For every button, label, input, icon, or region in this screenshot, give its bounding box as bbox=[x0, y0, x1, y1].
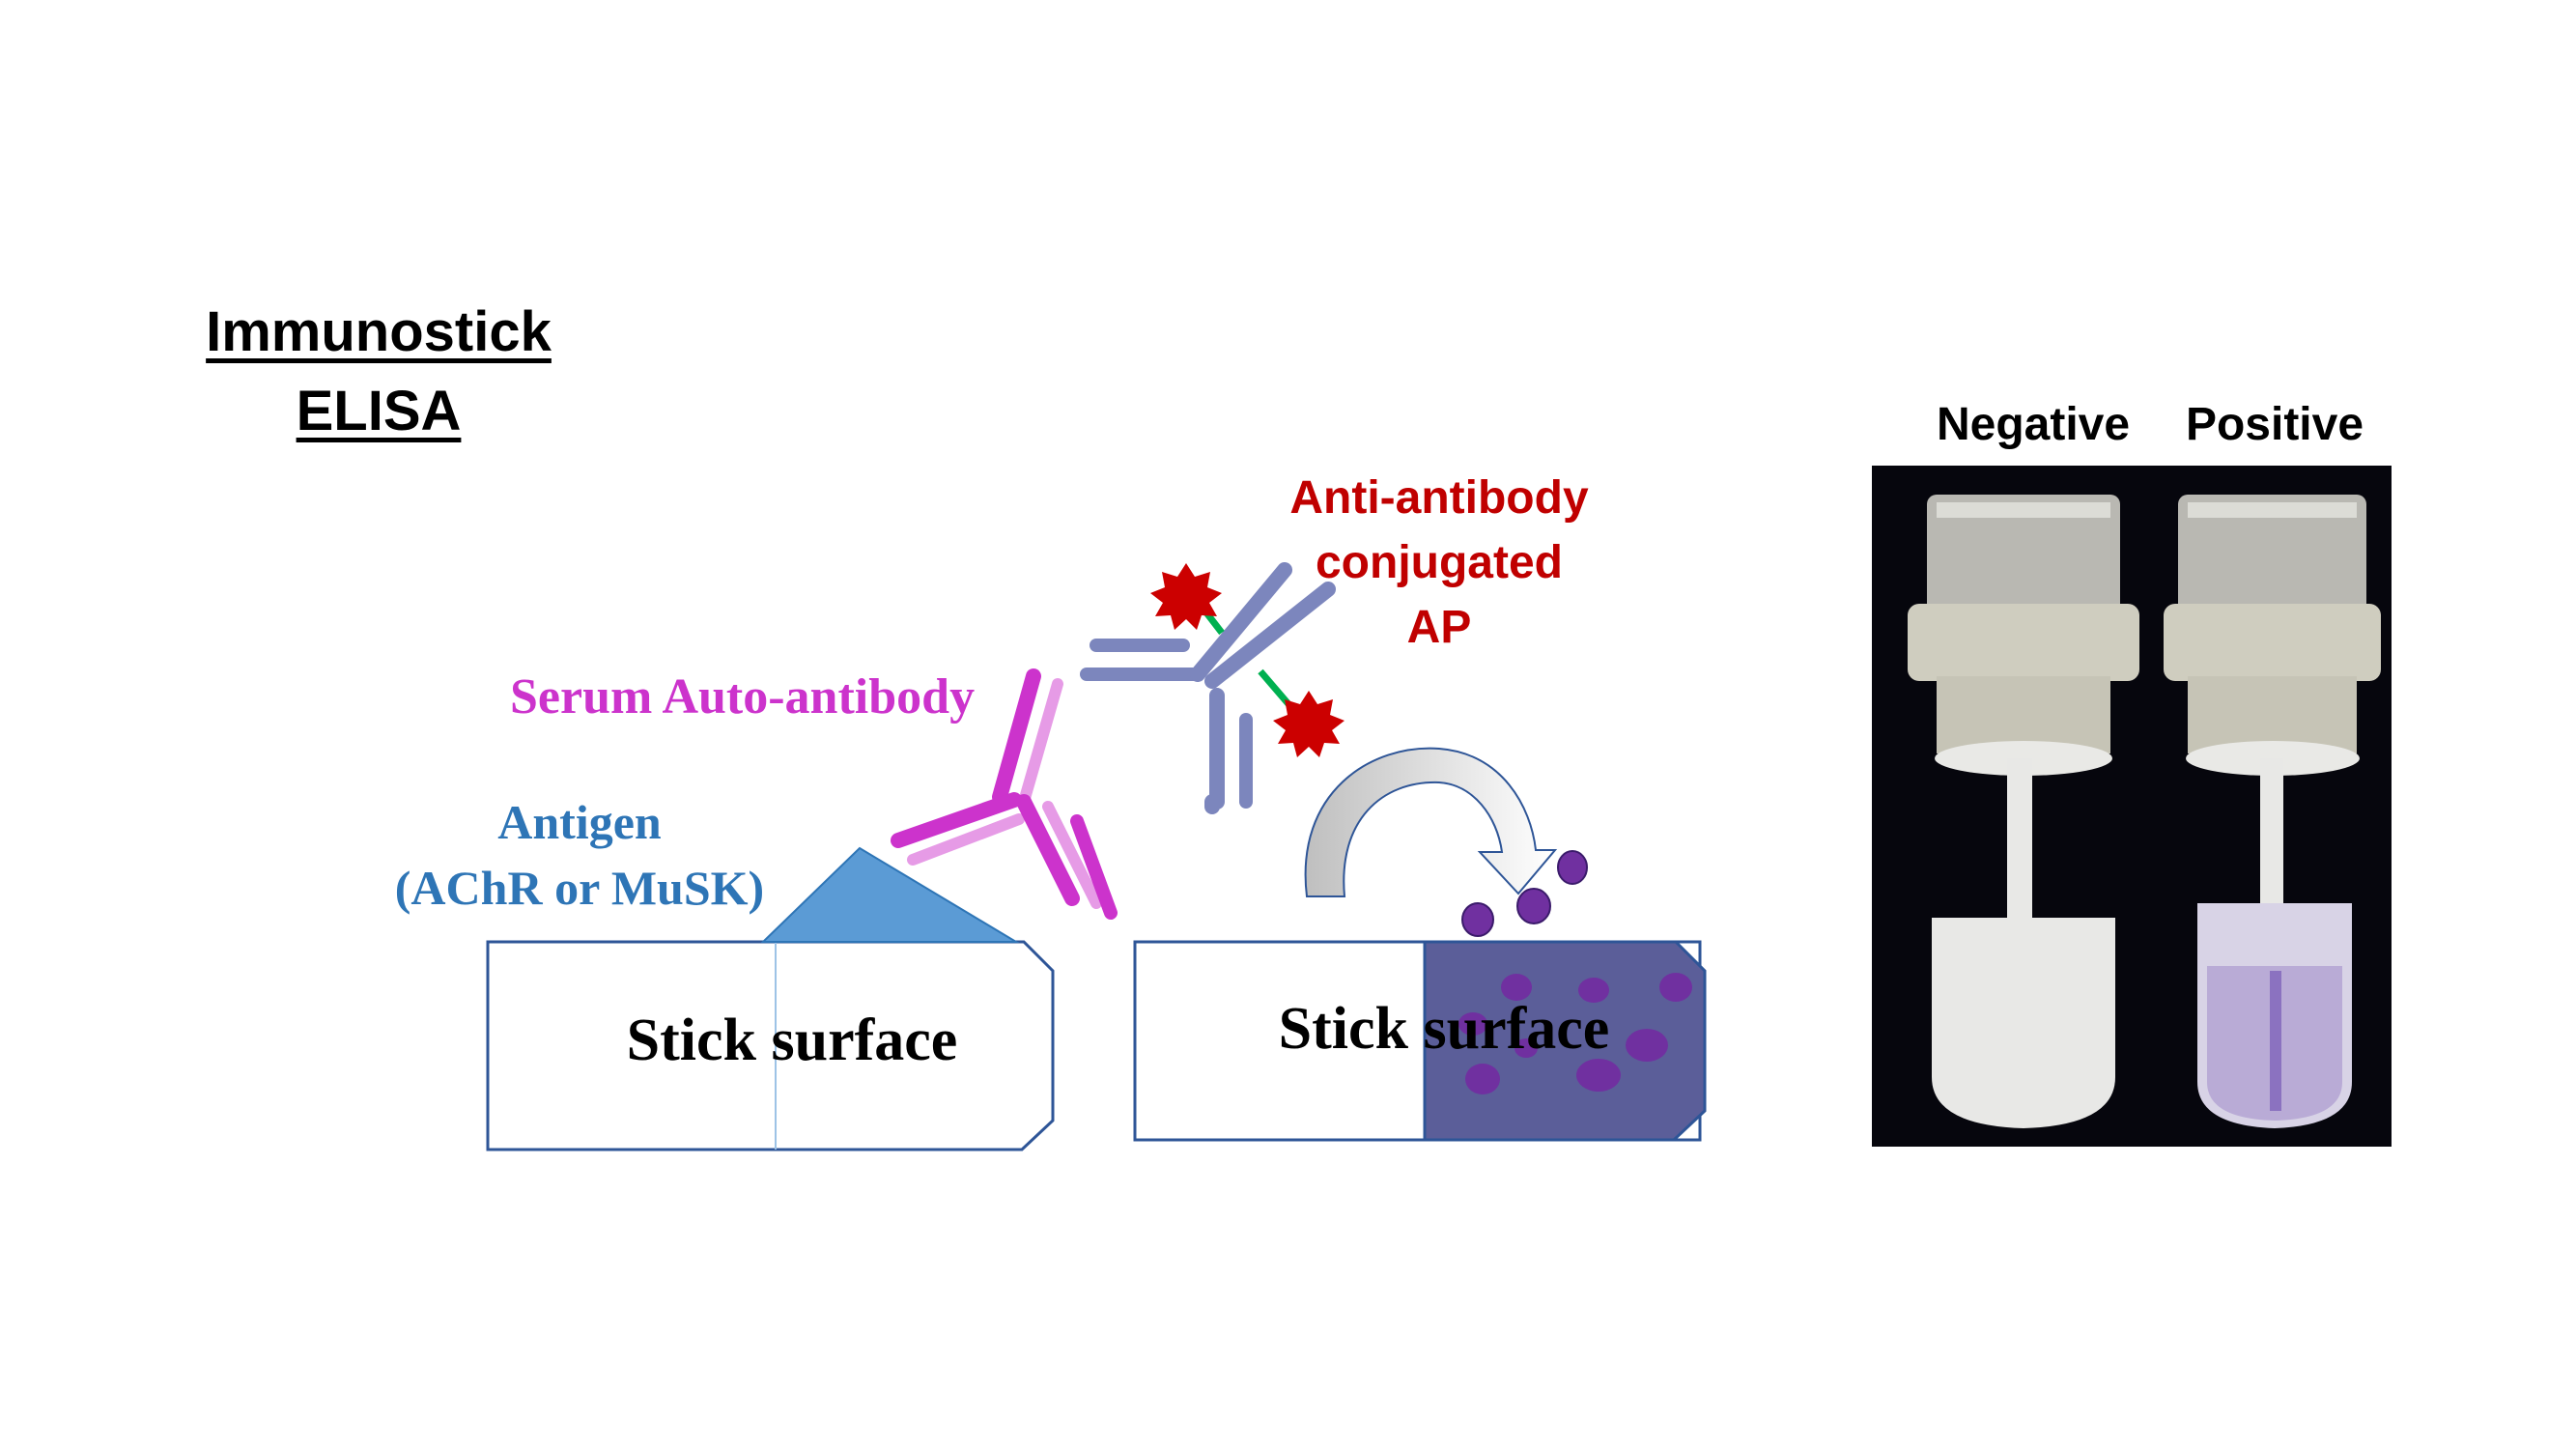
right-stick-surface-label: Stick surface bbox=[1278, 996, 1610, 1062]
negative-label: Negative bbox=[1936, 399, 2131, 450]
positive-label: Positive bbox=[2185, 399, 2364, 450]
figure-title-line2: ELISA bbox=[296, 380, 462, 442]
substrate-colored-region bbox=[1423, 940, 1707, 1142]
ap-linker-bottom bbox=[1258, 668, 1292, 708]
antigen-shape bbox=[760, 846, 1020, 943]
product-dots-on-stick bbox=[1458, 973, 1692, 1094]
serum-auto-antibody bbox=[891, 668, 1118, 920]
ap-enzyme-top bbox=[1150, 563, 1222, 630]
left-stick-surface-label: Stick surface bbox=[626, 1008, 958, 1073]
anti-antibody-label-line3: AP bbox=[1406, 602, 1472, 653]
left-stick-outline bbox=[486, 940, 1055, 1151]
conversion-arrow bbox=[1304, 747, 1558, 897]
positive-immunostick bbox=[2164, 495, 2381, 1128]
anti-antibody-label-line2: conjugated bbox=[1315, 537, 1563, 588]
antigen-label-line2: (AChR or MuSK) bbox=[394, 861, 765, 915]
serum-auto-antibody-label: Serum Auto-antibody bbox=[510, 669, 976, 724]
anti-antibody-label-line1: Anti-antibody bbox=[1289, 472, 1589, 524]
antigen-label-line1: Antigen bbox=[497, 795, 662, 849]
floating-product-dots bbox=[1461, 850, 1588, 937]
negative-immunostick bbox=[1908, 495, 2139, 1128]
ap-enzyme-bottom bbox=[1273, 691, 1345, 757]
figure-title-line1: Immunostick bbox=[206, 300, 552, 363]
anti-antibody bbox=[1080, 562, 1336, 814]
